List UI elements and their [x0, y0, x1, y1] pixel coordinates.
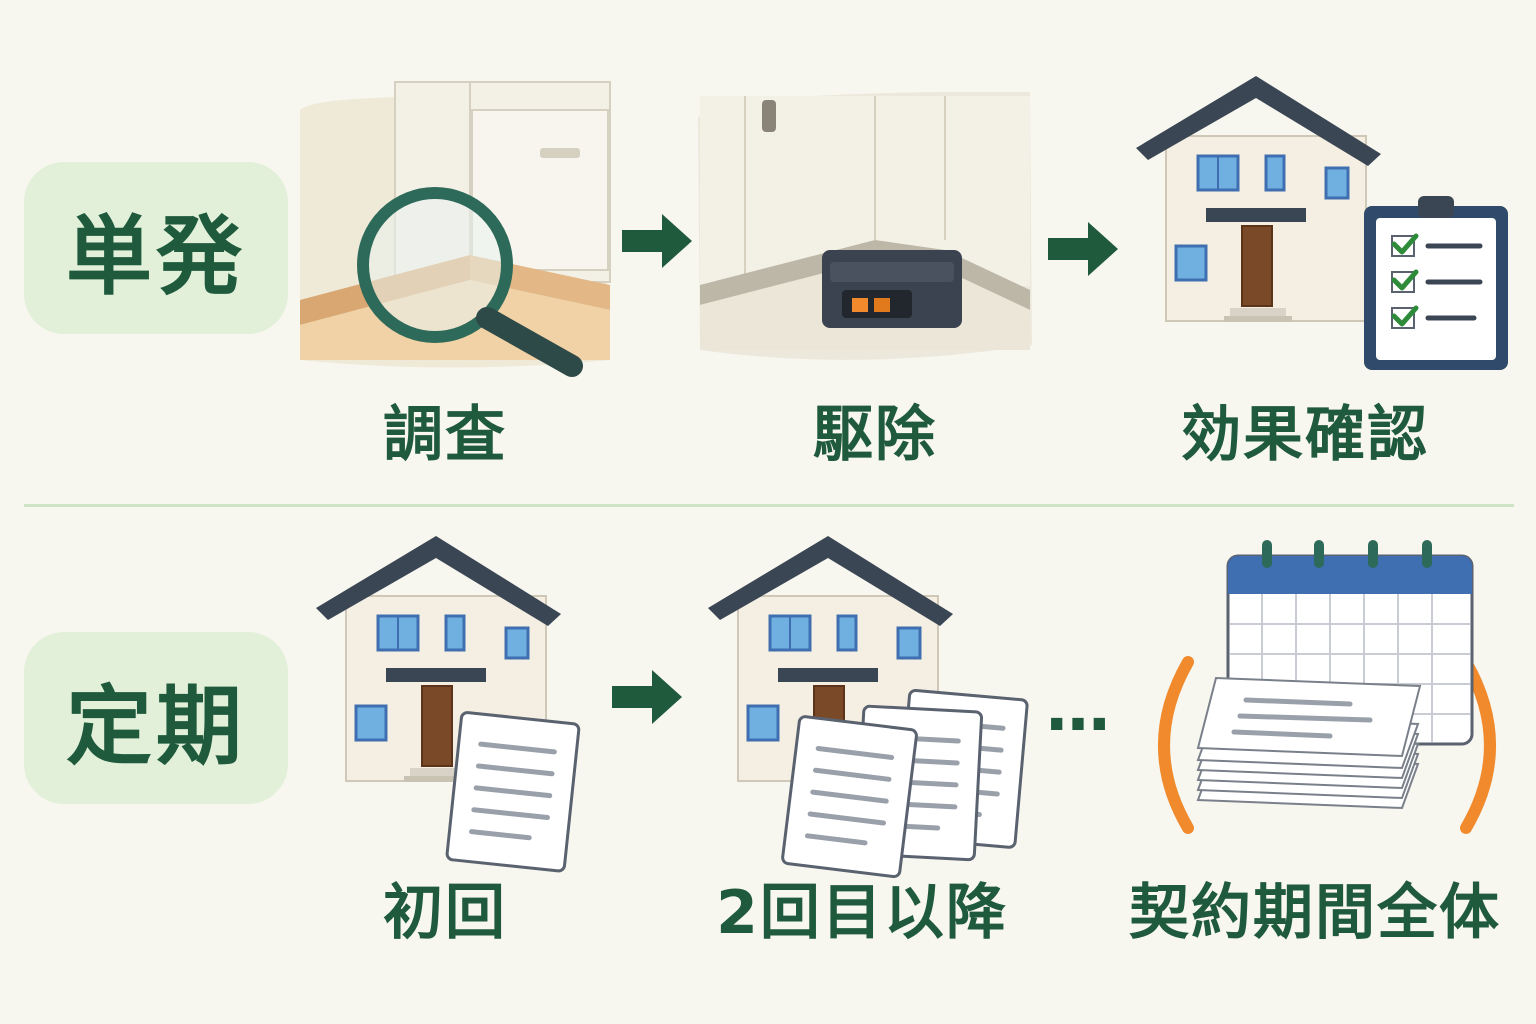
row-label-regular-text: 定期: [66, 676, 246, 777]
magnifier-corner-icon: [300, 81, 611, 377]
calendar-report-stack-icon: [1158, 540, 1496, 834]
arrow-1: [622, 214, 692, 268]
house-single-report-icon: [314, 534, 579, 872]
step-caption-extermination: 駆除: [813, 400, 937, 470]
step-caption-first-visit: 初回: [383, 878, 507, 948]
arrow-3: [612, 670, 682, 724]
row-label-oneoff-text: 単発: [66, 206, 246, 307]
row-label-regular: 定期: [24, 632, 288, 804]
row-divider: [24, 504, 1514, 507]
ellipsis-text: …: [1046, 672, 1110, 746]
step-caption-second-onward: 2回目以降: [716, 878, 1008, 948]
step-caption-survey: 調査: [383, 400, 507, 470]
bait-trap-icon: [698, 91, 1032, 360]
step-caption-contract-period: 契約期間全体: [1129, 878, 1501, 948]
house-multiple-reports-icon: [706, 534, 1028, 877]
step-caption-effect-check: 効果確認: [1181, 400, 1429, 470]
arrow-2: [1048, 222, 1118, 276]
house-checklist-icon: [1134, 74, 1508, 370]
row-label-oneoff: 単発: [24, 162, 288, 334]
